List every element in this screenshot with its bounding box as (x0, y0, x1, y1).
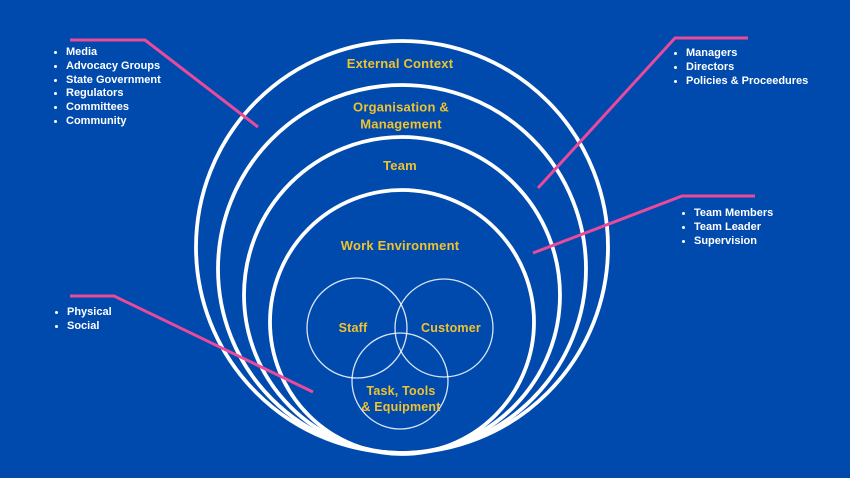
callout-item: Team Leader (694, 221, 773, 235)
callout-item: Committees (66, 101, 161, 115)
venn-label-staff: Staff (339, 320, 368, 336)
ring-label-work-environment: Work Environment (341, 238, 460, 255)
ring-label-text: Work Environment (340, 237, 460, 253)
connector-line-mid-right (532, 194, 755, 255)
callout-item: Community (66, 115, 161, 129)
ring-label-text: Management (360, 116, 442, 131)
ring-label-text: External Context (346, 55, 454, 71)
connector-line-bottom-left (70, 294, 314, 394)
ring-circle-work-environment (268, 188, 536, 456)
callout-item: Directors (686, 61, 808, 75)
callout-item: Policies & Proceedures (686, 75, 808, 89)
venn-label-customer: Customer (421, 320, 481, 336)
callout-list-bottom-left: Physical Social (53, 306, 112, 334)
venn-label-text: Customer (421, 321, 481, 335)
ring-label-text: Team (383, 157, 417, 173)
callout-item: State Government (66, 74, 161, 88)
ring-label-text: Organisation & (353, 99, 449, 115)
callout-list-top-left: Media Advocacy Groups State Government R… (52, 46, 161, 129)
ring-label-team: Team (383, 158, 417, 175)
callout-item: Regulators (66, 87, 161, 101)
venn-label-text: & Equipment (361, 400, 441, 414)
callout-item: Social (67, 320, 112, 334)
callout-item: Media (66, 46, 161, 60)
callout-item: Advocacy Groups (66, 60, 161, 74)
ring-label-organisation-management: Organisation & Management (353, 100, 449, 133)
connector-line-top-left (70, 38, 259, 129)
venn-label-task-tools-equipment: Task, Tools & Equipment (361, 383, 440, 415)
ring-label-external-context: External Context (347, 56, 454, 73)
venn-circle-task-tools-equipment (351, 332, 449, 430)
callout-list-mid-right: Team Members Team Leader Supervision (680, 207, 773, 248)
callout-list-top-right: Managers Directors Policies & Proceedure… (672, 47, 808, 88)
venn-label-text: Task, Tools (366, 384, 436, 398)
callout-item: Physical (67, 306, 112, 320)
callout-item: Managers (686, 47, 808, 61)
venn-label-text: Staff (338, 321, 368, 335)
venn-circle-staff (306, 277, 408, 379)
connector-line-top-right (536, 36, 748, 190)
venn-circle-customer (394, 278, 494, 378)
callout-item: Supervision (694, 235, 773, 249)
callout-item: Team Members (694, 207, 773, 221)
